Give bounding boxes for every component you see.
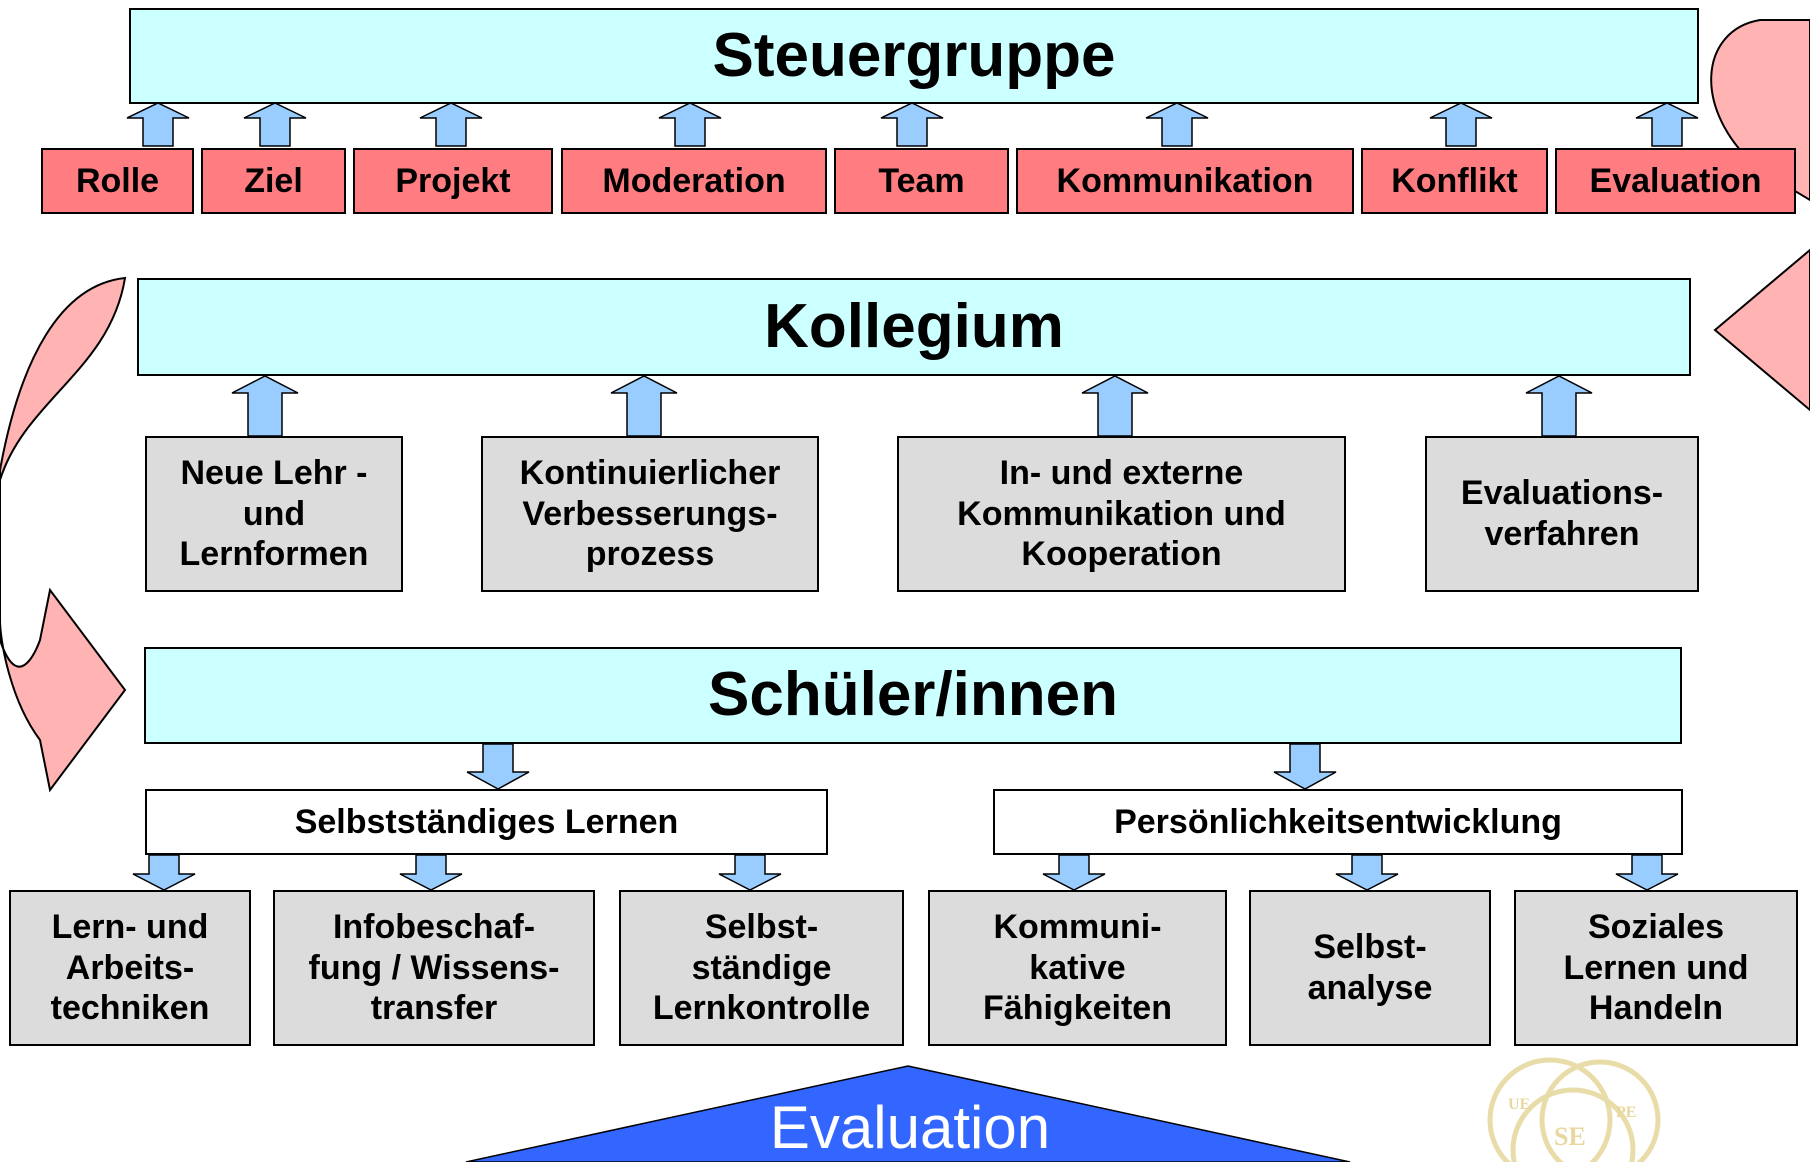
schueler-box: Schüler/innen xyxy=(144,647,1682,744)
schueler-item: Lern- und Arbeits- techniken xyxy=(9,890,251,1046)
venn-label-ue: UE xyxy=(1508,1096,1531,1113)
item-label: Projekt xyxy=(395,161,511,200)
up-arrow xyxy=(126,102,190,147)
arrow-head-right-middle xyxy=(1713,248,1810,412)
up-arrow xyxy=(243,102,307,147)
up-arrow xyxy=(610,375,678,437)
group-label: Selbstständiges Lernen xyxy=(294,802,679,841)
group-box: Selbstständiges Lernen xyxy=(145,789,828,855)
down-arrow xyxy=(466,743,530,790)
kollegium-item: Evaluations- verfahren xyxy=(1425,436,1699,592)
item-label: Selbst- ständige Lernkontrolle xyxy=(652,907,871,1028)
item-label: Selbst- analyse xyxy=(1307,928,1433,1007)
item-label: Rolle xyxy=(75,161,160,200)
schueler-item: Selbst- analyse xyxy=(1249,890,1491,1046)
steuergruppe-item: Konflikt xyxy=(1361,148,1548,214)
down-arrow xyxy=(1615,854,1679,891)
group-box: Persönlichkeitsentwicklung xyxy=(993,789,1683,855)
steuergruppe-item: Evaluation xyxy=(1555,148,1796,214)
kollegium-item: In- und externe Kommunikation und Kooper… xyxy=(897,436,1346,592)
down-arrow xyxy=(1273,743,1337,790)
item-label: Evaluations- verfahren xyxy=(1460,474,1664,553)
curved-arrow-left xyxy=(0,276,127,793)
evaluation-label: Evaluation xyxy=(769,1093,1051,1161)
kollegium-item: Neue Lehr - und Lernformen xyxy=(145,436,403,592)
item-label: Evaluation xyxy=(1589,161,1762,200)
up-arrow xyxy=(880,102,944,147)
venn-label-se: SE xyxy=(1554,1122,1586,1151)
steuergruppe-item: Projekt xyxy=(353,148,553,214)
down-arrow xyxy=(718,854,782,891)
up-arrow xyxy=(1525,375,1593,437)
item-label: Lern- und Arbeits- techniken xyxy=(50,907,210,1028)
item-label: Konflikt xyxy=(1391,161,1518,200)
steuergruppe-item: Team xyxy=(834,148,1009,214)
item-label: Kommunikation xyxy=(1056,161,1314,200)
up-arrow xyxy=(1145,102,1209,147)
down-arrow xyxy=(1335,854,1399,891)
steuergruppe-item: Kommunikation xyxy=(1016,148,1354,214)
item-label: Neue Lehr - und Lernformen xyxy=(179,453,369,574)
schueler-title: Schüler/innen xyxy=(708,660,1118,730)
kollegium-title: Kollegium xyxy=(764,291,1064,361)
venn-logo xyxy=(1487,1057,1661,1162)
schueler-item: Infobeschaf- fung / Wissens- transfer xyxy=(273,890,595,1046)
item-label: Kommuni- kative Fähigkeiten xyxy=(983,907,1172,1028)
schueler-item: Kommuni- kative Fähigkeiten xyxy=(928,890,1227,1046)
steuergruppe-item: Ziel xyxy=(201,148,346,214)
up-arrow xyxy=(1635,102,1699,147)
up-arrow xyxy=(1429,102,1493,147)
down-arrow xyxy=(1042,854,1106,891)
down-arrow xyxy=(132,854,196,891)
up-arrow xyxy=(419,102,483,147)
up-arrow xyxy=(231,375,299,437)
kollegium-box: Kollegium xyxy=(137,278,1691,376)
schueler-item: Selbst- ständige Lernkontrolle xyxy=(619,890,904,1046)
steuergruppe-box: Steuergruppe xyxy=(129,8,1699,104)
schueler-item: Soziales Lernen und Handeln xyxy=(1514,890,1798,1046)
steuergruppe-item: Moderation xyxy=(561,148,827,214)
item-label: Infobeschaf- fung / Wissens- transfer xyxy=(308,907,560,1028)
item-label: Moderation xyxy=(602,161,786,200)
group-label: Persönlichkeitsentwicklung xyxy=(1114,802,1562,841)
item-label: Kontinuierlicher Verbesserungs- prozess xyxy=(519,453,781,574)
down-arrow xyxy=(399,854,463,891)
evaluation-triangle xyxy=(465,1065,1351,1162)
venn-label-pe: PE xyxy=(1616,1104,1637,1121)
item-label: Ziel xyxy=(244,161,303,200)
kollegium-item: Kontinuierlicher Verbesserungs- prozess xyxy=(481,436,819,592)
steuergruppe-title: Steuergruppe xyxy=(712,20,1116,90)
up-arrow xyxy=(658,102,722,147)
steuergruppe-item: Rolle xyxy=(41,148,194,214)
item-label: Team xyxy=(878,161,965,200)
item-label: Soziales Lernen und Handeln xyxy=(1563,907,1749,1028)
up-arrow xyxy=(1081,375,1149,437)
item-label: In- und externe Kommunikation und Kooper… xyxy=(957,453,1286,574)
